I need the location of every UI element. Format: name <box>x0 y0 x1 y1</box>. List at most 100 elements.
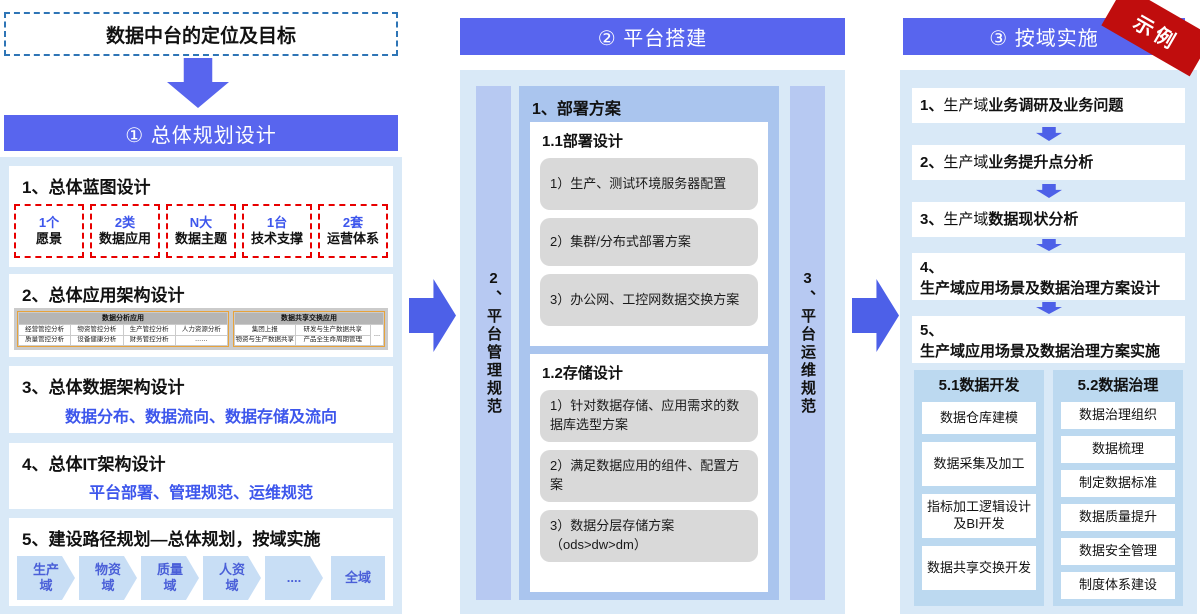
step-text: 数据现状分析 <box>988 211 1079 228</box>
section-blueprint-title: 1、总体蓝图设计 <box>22 178 151 197</box>
section-it-architecture: 4、总体IT架构设计 平台部署、管理规范、运维规范 <box>9 443 393 509</box>
right-arrow-icon <box>409 279 456 352</box>
storage-item-1: 1）针对数据存储、应用需求的数据库选型方案 <box>540 390 758 442</box>
roadmap-step-label: 质量域 <box>156 561 183 593</box>
step-domain: 生产域 <box>943 97 989 114</box>
deploy-design-title: 1.1部署设计 <box>542 133 623 150</box>
section-blueprint-design: 1、总体蓝图设计 1个 愿景 2类 数据应用 N大 数据主题 1台 技术支撑 2… <box>9 166 393 267</box>
table-cell: 物资与生产数据共享 <box>235 335 295 345</box>
section-app-arch-title: 2、总体应用架构设计 <box>22 286 185 305</box>
roadmap-step-label: 物资域 <box>94 561 121 593</box>
roadmap-step-label: 全域 <box>344 569 371 585</box>
storage-item-2: 2）满足数据应用的组件、配置方案 <box>540 450 758 502</box>
step-number: 4、 <box>920 259 944 276</box>
blueprint-item-top: 2类 <box>114 214 136 230</box>
left-column-header: ① 总体规划设计 <box>4 115 398 151</box>
deployment-plan-panel: 1、部署方案 1.1部署设计 1）生产、测试环境服务器配置 2）集群/分布式部署… <box>519 86 779 600</box>
table-cell: 财务管控分析 <box>123 335 175 345</box>
table-cell: 产品全生命周期管理 <box>295 335 370 345</box>
deploy-item-1: 1）生产、测试环境服务器配置 <box>540 158 758 210</box>
data-arch-subtext: 数据分布、数据流向、数据存储及流向 <box>64 409 337 426</box>
roadmap-step-production: 生产域 <box>17 556 75 600</box>
table-cell-more: … <box>371 325 383 345</box>
data-gov-item: 制度体系建设 <box>1061 572 1175 599</box>
table-cell: 设备健康分析 <box>71 335 123 345</box>
blueprint-item-vision: 1个 愿景 <box>14 204 84 258</box>
domain-step-3: 3、生产域数据现状分析 <box>912 202 1185 237</box>
platform-mgmt-spec-bar: 2、平台管理规范 <box>476 86 511 600</box>
section-data-arch-title: 3、总体数据架构设计 <box>22 378 185 397</box>
goal-box-label: 数据中台的定位及目标 <box>105 25 296 47</box>
data-gov-item: 数据安全管理 <box>1061 538 1175 565</box>
roadmap-step-more: .... <box>265 556 323 600</box>
deploy-design-box: 1.1部署设计 1）生产、测试环境服务器配置 2）集群/分布式部署方案 3）办公… <box>530 122 768 346</box>
blueprint-item-data-topics: N大 数据主题 <box>166 204 236 258</box>
right-column-header-label: ③ 按域实施 <box>989 28 1099 50</box>
step-number: 2、 <box>920 154 944 171</box>
table-cell: 物资管控分析 <box>71 325 123 335</box>
deploy-item-3: 3）办公网、工控网数据交换方案 <box>540 274 758 326</box>
share-exchange-apps-group: 数据共享交换应用 集团上报 研发与生产数据共享 … 物资与生产数据共享 产品全生… <box>233 311 385 347</box>
blueprint-item-bottom: 数据应用 <box>98 231 151 246</box>
step-number: 1、 <box>920 97 944 114</box>
analysis-apps-group: 数据分析应用 经营管控分析 物资管控分析 生产管控分析 人力资源分析 质量管控分… <box>17 311 229 347</box>
data-dev-column: 5.1数据开发 数据仓库建模 数据采集及加工 指标加工逻辑设计及BI开发 数据共… <box>914 370 1044 606</box>
deploy-item-2: 2）集群/分布式部署方案 <box>540 218 758 266</box>
step-text: 生产域应用场景及数据治理方案设计 <box>920 280 1161 297</box>
data-dev-title: 5.1数据开发 <box>938 377 1020 394</box>
deployment-plan-title: 1、部署方案 <box>532 101 621 118</box>
table-cell: 生产管控分析 <box>123 325 175 335</box>
down-arrow-icon <box>1036 127 1062 141</box>
section-roadmap: 5、建设路径规划—总体规划，按域实施 生产域 物资域 质量域 人资域 .... … <box>9 518 393 606</box>
table-cell: 质量管控分析 <box>19 335 71 345</box>
blueprint-item-top: 1个 <box>38 214 60 230</box>
share-exchange-header: 数据共享交换应用 <box>235 313 383 324</box>
it-arch-subtext: 平台部署、管理规范、运维规范 <box>88 485 313 502</box>
data-dev-item: 数据仓库建模 <box>922 402 1036 434</box>
step-domain: 生产域 <box>943 154 989 171</box>
blueprint-item-bottom: 技术支撑 <box>250 231 303 246</box>
roadmap-step-quality: 质量域 <box>141 556 199 600</box>
platform-ops-spec-bar: 3、平台运维规范 <box>790 86 825 600</box>
table-cell: …… <box>175 335 227 345</box>
storage-item-3: 3）数据分层存储方案（ods>dw>dm） <box>540 510 758 562</box>
step-number: 3、 <box>920 211 944 228</box>
blueprint-item-bottom: 运营体系 <box>326 231 379 246</box>
table-cell: 研发与生产数据共享 <box>295 325 370 335</box>
storage-design-box: 1.2存储设计 1）针对数据存储、应用需求的数据库选型方案 2）满足数据应用的组… <box>530 354 768 592</box>
data-dev-item: 数据共享交换开发 <box>922 546 1036 590</box>
section-roadmap-title: 5、建设路径规划—总体规划，按域实施 <box>22 530 321 549</box>
domain-step-4: 4、生产域应用场景及数据治理方案设计 <box>912 253 1185 300</box>
blueprint-item-ops-system: 2套 运营体系 <box>318 204 388 258</box>
roadmap-step-alldomain: 全域 <box>331 556 385 600</box>
middle-column-container: 2、平台管理规范 1、部署方案 1.1部署设计 1）生产、测试环境服务器配置 2… <box>460 70 845 614</box>
middle-column-header-label: ② 平台搭建 <box>597 28 708 50</box>
data-gov-item: 制定数据标准 <box>1061 470 1175 497</box>
blueprint-item-tech-support: 1台 技术支撑 <box>242 204 312 258</box>
down-arrow-icon <box>1036 239 1062 251</box>
data-gov-item: 数据治理组织 <box>1061 402 1175 429</box>
step-text: 业务提升点分析 <box>988 154 1094 171</box>
roadmap-step-material: 物资域 <box>79 556 137 600</box>
step-text: 生产域应用场景及数据治理方案实施 <box>920 343 1161 360</box>
blueprint-item-top: 2套 <box>342 214 364 230</box>
right-arrow-icon <box>852 279 899 352</box>
platform-mgmt-spec-label: 2、平台管理规范 <box>485 270 502 416</box>
down-arrow-icon <box>167 58 229 108</box>
goal-box: 数据中台的定位及目标 <box>4 12 398 56</box>
step-text: 业务调研及业务问题 <box>988 97 1124 114</box>
domain-step-1: 1、生产域业务调研及业务问题 <box>912 88 1185 123</box>
data-dev-item: 指标加工逻辑设计及BI开发 <box>922 494 1036 538</box>
data-gov-item: 数据质量提升 <box>1061 504 1175 531</box>
left-column-header-label: ① 总体规划设计 <box>125 124 277 147</box>
analysis-apps-header: 数据分析应用 <box>19 313 227 324</box>
platform-ops-spec-label: 3、平台运维规范 <box>799 270 816 416</box>
blueprint-item-bottom: 数据主题 <box>174 231 227 246</box>
section-it-arch-title: 4、总体IT架构设计 <box>22 455 166 474</box>
domain-step-2: 2、生产域业务提升点分析 <box>912 145 1185 180</box>
roadmap-step-label: 人资域 <box>218 561 245 593</box>
left-column-container: 1、总体蓝图设计 1个 愿景 2类 数据应用 N大 数据主题 1台 技术支撑 2… <box>0 157 402 614</box>
step-number: 5、 <box>920 322 944 339</box>
roadmap-step-hr: 人资域 <box>203 556 261 600</box>
